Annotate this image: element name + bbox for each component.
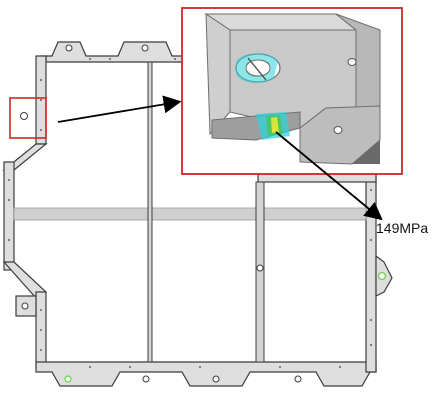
arrow-icon	[275, 131, 383, 221]
bracket-front-face	[205, 13, 231, 136]
rivet-dots	[8, 58, 372, 368]
circle-hole-icon	[21, 302, 29, 310]
frame-right-edge	[365, 173, 377, 373]
bracket-top-face	[204, 13, 358, 31]
circle-hole-icon	[65, 44, 73, 52]
circle-hole-icon	[141, 44, 149, 52]
circle-hole-icon	[377, 271, 387, 281]
center-vertical-rail	[147, 61, 153, 363]
mount-holes	[20, 44, 387, 383]
circle-hole-icon	[347, 58, 357, 66]
circle-hole-icon	[64, 375, 72, 383]
zoom-inset	[181, 7, 403, 175]
frame-top-edge	[40, 41, 183, 63]
circle-hole-icon	[20, 112, 28, 120]
right-vertical-rail	[255, 181, 265, 363]
highlight-box-small	[9, 97, 47, 139]
bracket-wedge-shadow	[352, 140, 380, 164]
circle-hole-icon	[212, 375, 220, 383]
circle-hole-icon	[333, 126, 343, 134]
stress-value-label: 149MPa	[376, 220, 429, 236]
circle-hole-icon	[142, 375, 150, 383]
arrow-icon	[57, 95, 182, 123]
horizontal-crossbar	[13, 207, 367, 221]
frame-interior	[13, 61, 367, 363]
circle-hole-icon	[294, 375, 302, 383]
circle-hole-icon	[256, 264, 264, 272]
hole-inner	[245, 59, 271, 77]
stress-hotspot-yellow	[271, 117, 279, 133]
frame-bottom-edge	[35, 361, 377, 387]
frame-right-top	[257, 173, 377, 183]
frame-left-middle	[3, 161, 15, 271]
